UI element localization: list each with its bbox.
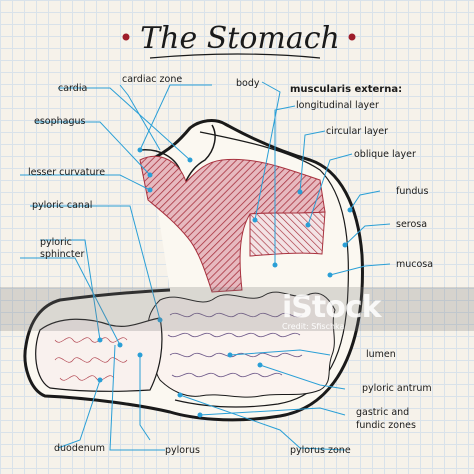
esophagus-tube: [139, 124, 216, 188]
mucosa-folds: [147, 291, 336, 398]
label-pylorus: pylorus: [165, 445, 200, 456]
label-pyloric-sphincter-line2: sphincter: [40, 249, 84, 260]
label-body: body: [236, 78, 260, 89]
label-cardia: cardia: [58, 83, 87, 94]
label-esophagus: esophagus: [34, 116, 86, 127]
mucosa-texture: [167, 312, 303, 378]
watermark-brand: iStock: [282, 290, 382, 325]
label-lesser-curvature: lesser curvature: [28, 167, 105, 178]
label-oblique-layer: oblique layer: [354, 149, 416, 160]
diagram-title: The Stomach: [140, 21, 340, 56]
label-longitudinal-layer: longitudinal layer: [296, 100, 379, 111]
label-pyloric-antrum: pyloric antrum: [362, 383, 432, 394]
label-gastric-zones-line1: gastric and: [356, 407, 409, 418]
label-pylorus-zone: pylorus zone: [290, 445, 351, 456]
watermark-band: [0, 287, 474, 331]
leader-lines: [20, 81, 391, 451]
pyloric-region: [35, 317, 163, 392]
label-circular-layer: circular layer: [326, 126, 388, 137]
label-muscularis-externa: muscularis externa:: [290, 84, 402, 95]
oblique-muscle-layer: [249, 211, 326, 257]
label-pyloric-canal: pyloric canal: [32, 200, 92, 211]
title-underline: [149, 53, 321, 59]
label-lumen: lumen: [366, 349, 396, 360]
label-fundus: fundus: [396, 186, 428, 197]
label-pyloric-sphincter-line1: pyloric: [40, 237, 72, 248]
serosa-line: [174, 131, 349, 408]
title-right-dot: [348, 33, 356, 41]
watermark-credit: Credit: Sfischka: [282, 322, 345, 331]
label-duodenum: duodenum: [54, 443, 105, 454]
label-gastric-zones-line2: fundic zones: [356, 420, 416, 431]
label-mucosa: mucosa: [396, 259, 433, 270]
title-left-dot: [122, 33, 130, 41]
label-serosa: serosa: [396, 219, 427, 230]
label-cardiac-zone: cardiac zone: [122, 74, 182, 85]
